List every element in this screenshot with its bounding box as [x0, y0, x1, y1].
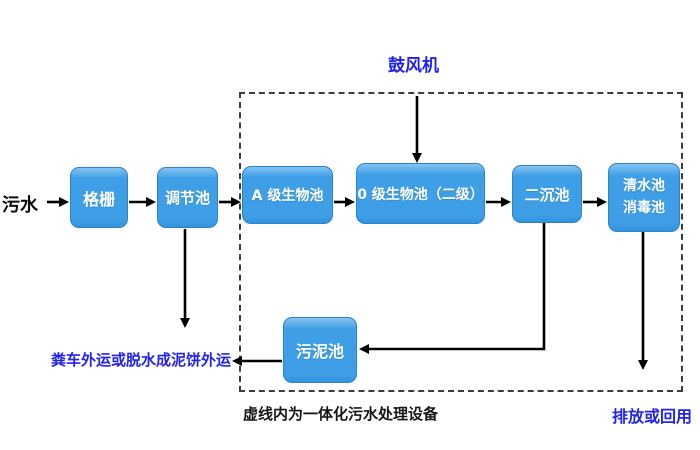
node-sludge-tank: 污泥池 [283, 317, 357, 383]
node-clear-water-label-line1: 清水池 [623, 177, 665, 194]
sludge-disposal-label: 粪车外运或脱水成泥饼外运 [51, 351, 232, 369]
node-a-grade-bio-tank-label: A 级生物池 [251, 188, 324, 204]
node-secondary-sedimentation-tank-label: 二沉池 [524, 185, 570, 204]
node-clear-water-label-line2: 消毒池 [623, 199, 665, 216]
node-o-grade-bio-tank: 0 级生物池（二级） [356, 163, 485, 224]
dashed-box-caption: 虚线内为一体化污水处理设备 [243, 405, 439, 423]
integrated-equipment-dashed-boundary [239, 92, 683, 392]
node-sludge-tank-label: 污泥池 [295, 342, 344, 361]
node-clear-water-disinfection-tank: 清水池 消毒池 [608, 163, 680, 232]
node-a-grade-bio-tank: A 级生物池 [242, 166, 333, 224]
blower-label: 鼓风机 [388, 56, 439, 76]
node-grating-label: 格栅 [82, 189, 115, 209]
node-regulating-tank: 调节池 [157, 167, 218, 228]
node-o-grade-bio-tank-label: 0 级生物池（二级） [357, 186, 484, 203]
node-regulating-tank-label: 调节池 [164, 189, 210, 207]
discharge-label: 排放或回用 [612, 407, 693, 426]
node-grating: 格栅 [70, 167, 128, 228]
influent-label: 污水 [2, 195, 38, 216]
node-secondary-sedimentation-tank: 二沉池 [512, 165, 582, 223]
